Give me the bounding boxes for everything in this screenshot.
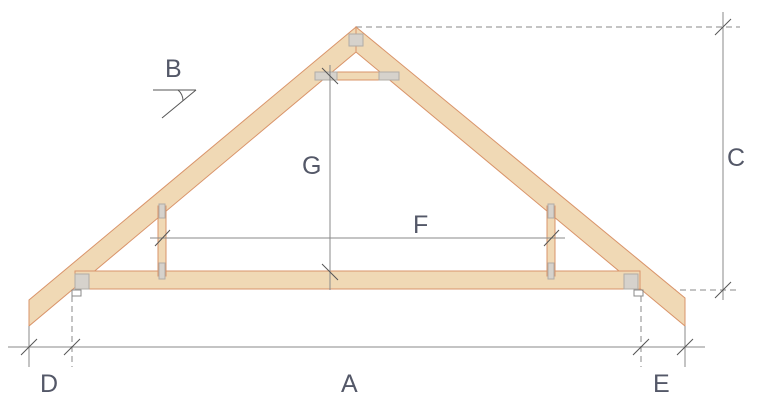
dim-g-tick (321, 67, 339, 85)
label-d: D (40, 370, 58, 398)
post-plate (547, 262, 555, 280)
heel-plate-left (74, 273, 90, 290)
post-plate (158, 203, 166, 219)
slope-angle-icon (153, 89, 197, 119)
apex-plate (348, 33, 364, 47)
label-f: F (413, 211, 428, 239)
label-b: B (165, 55, 182, 83)
collar-plate-left (314, 71, 338, 81)
dim-tick (20, 338, 38, 356)
dim-f-tick (543, 229, 560, 247)
dim-g-tick (321, 263, 339, 281)
collar-plate-right (378, 71, 400, 81)
dim-c-tick-top (714, 18, 732, 36)
label-e: E (653, 370, 670, 398)
dim-tick (632, 338, 650, 356)
heel-plate-right (623, 273, 639, 290)
dim-c-tick-bottom (714, 281, 732, 299)
dim-tick (676, 338, 694, 356)
post-plate (547, 203, 555, 219)
dim-f-tick (154, 229, 171, 247)
bearing-right (633, 289, 644, 297)
label-c: C (727, 144, 745, 172)
label-a: A (341, 370, 358, 398)
dim-tick (63, 338, 81, 356)
label-g: G (302, 152, 321, 180)
post-plate (158, 262, 166, 280)
bearing-left (71, 289, 82, 297)
